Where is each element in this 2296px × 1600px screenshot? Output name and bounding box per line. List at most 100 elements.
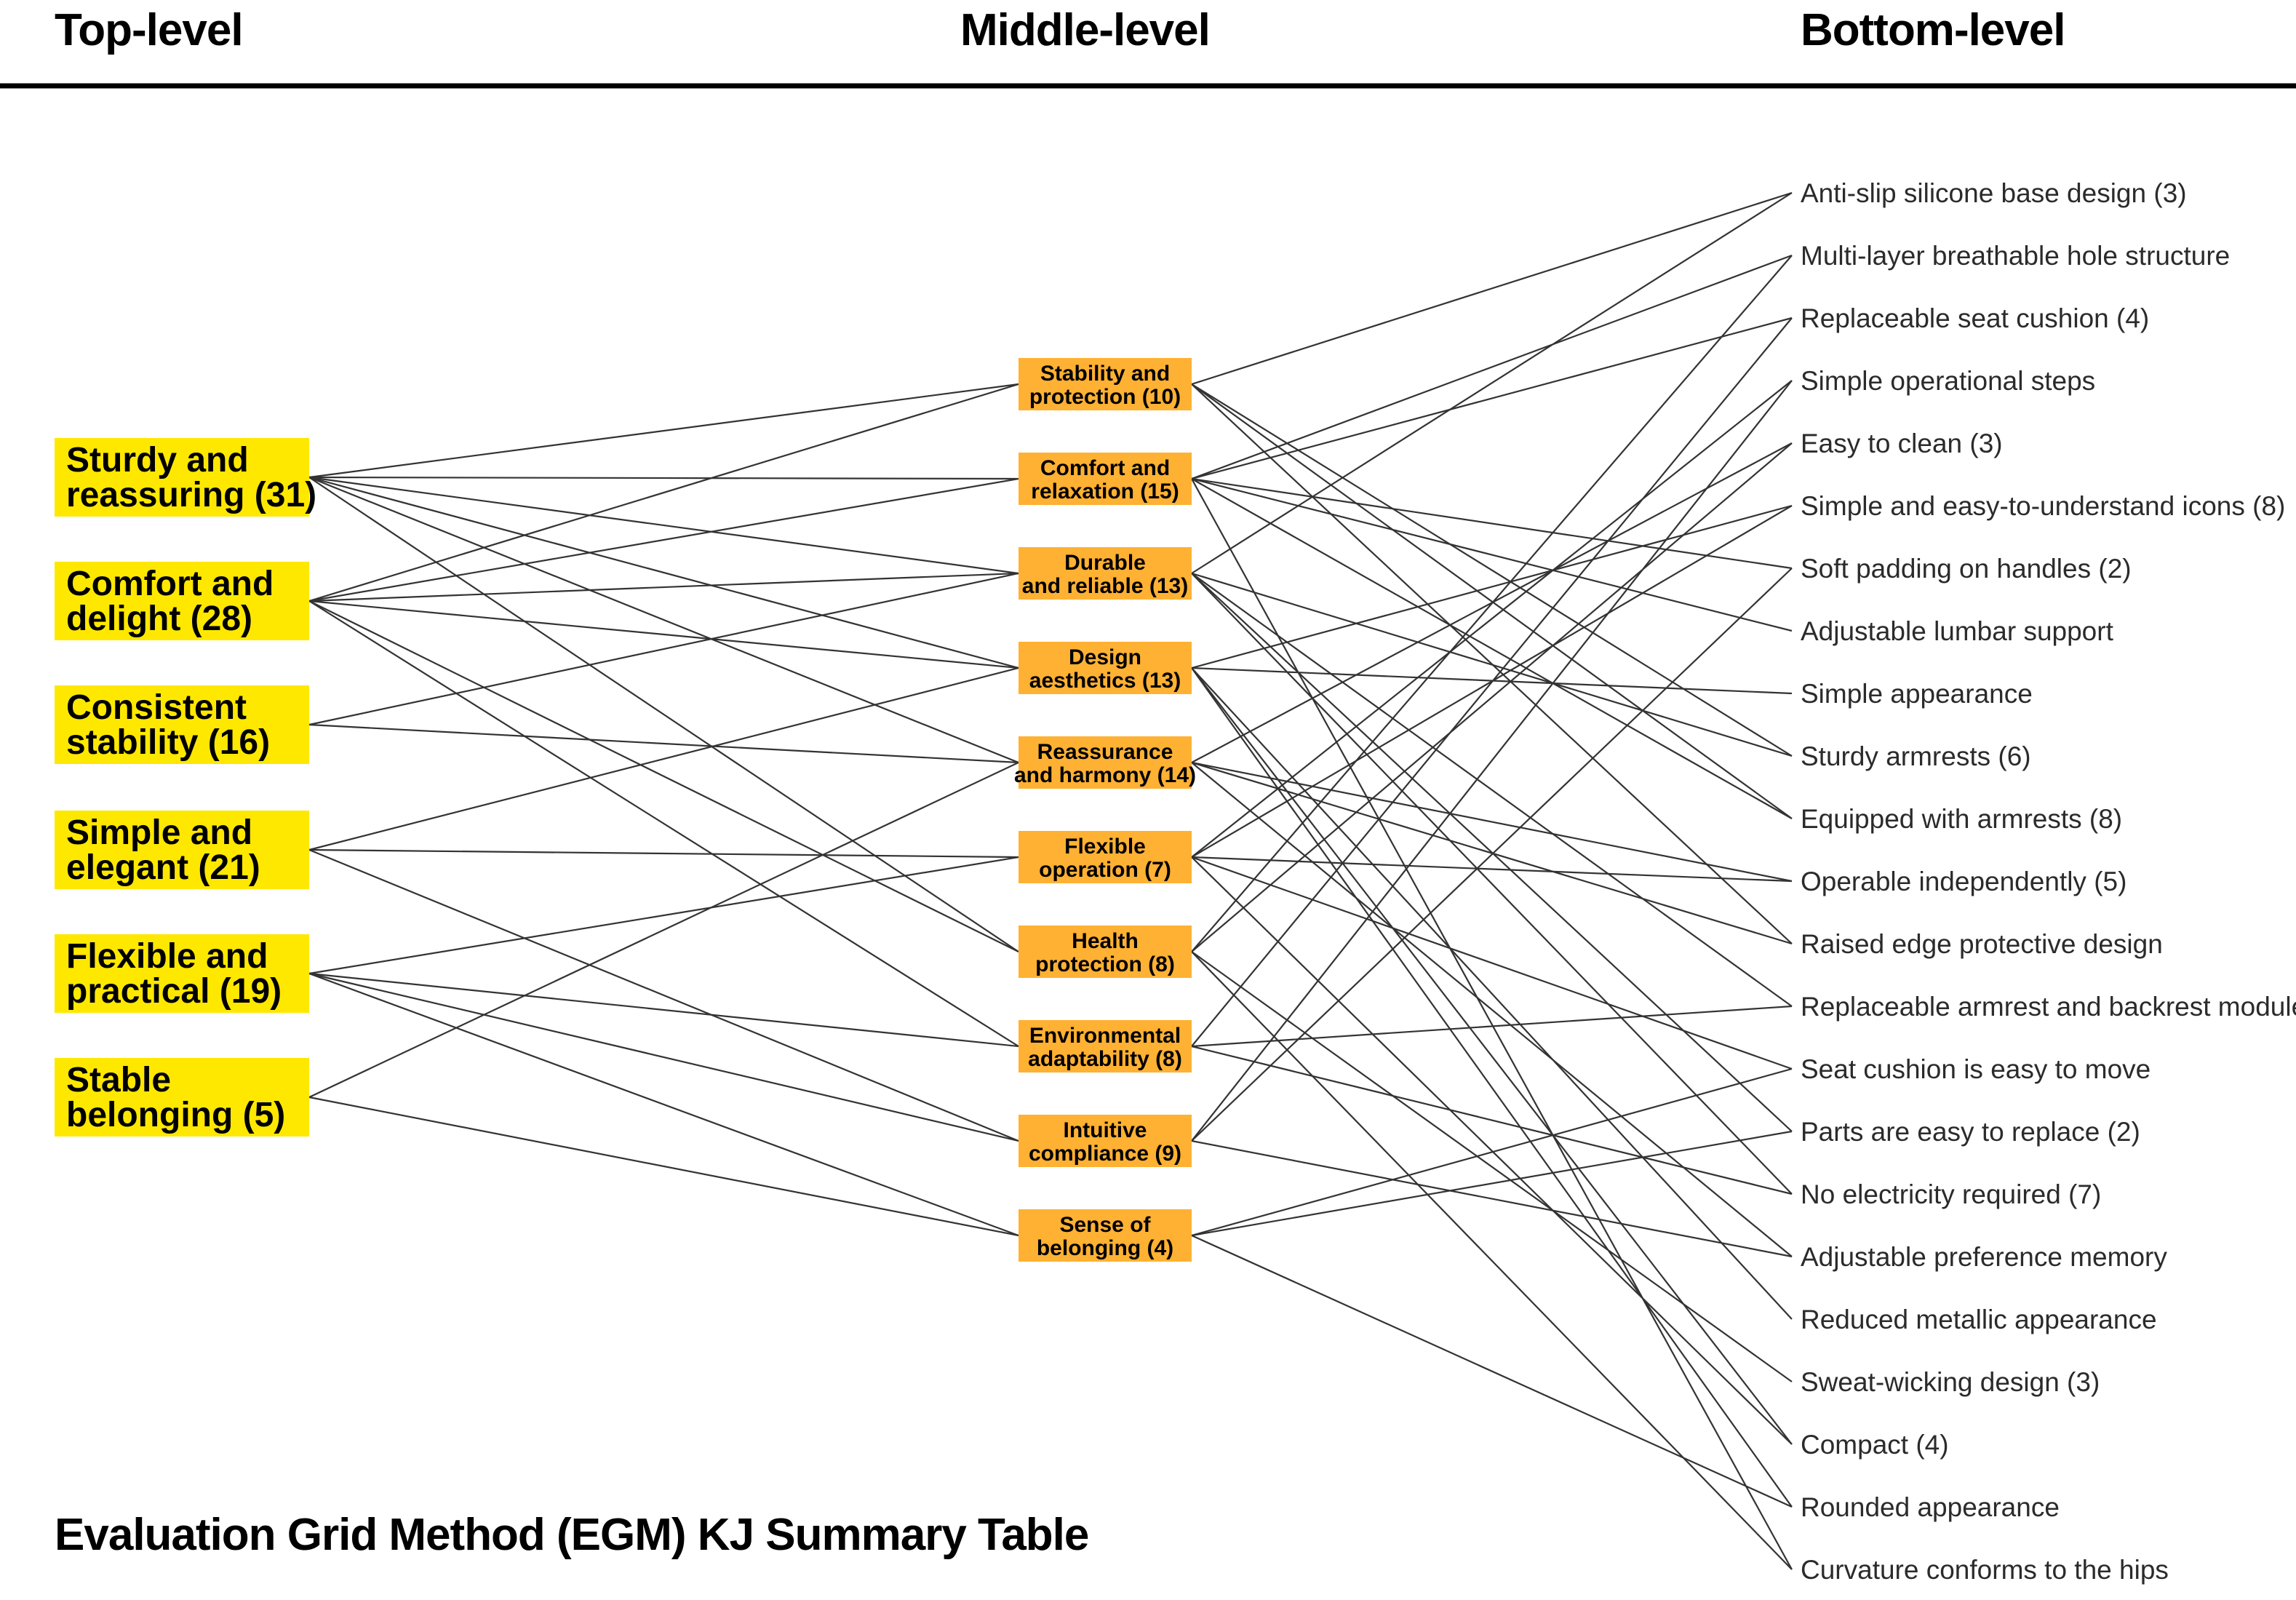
bottom-level-item[interactable]: Anti-slip silicone base design (3) xyxy=(1801,178,2187,208)
top-level-box[interactable] xyxy=(55,934,309,1013)
middle-level-label-line: Comfort and xyxy=(1040,456,1170,480)
middle-level-box[interactable] xyxy=(1019,358,1192,410)
link-middle-to-bottom xyxy=(1191,856,1793,1445)
link-top-to-middle xyxy=(308,600,1019,1047)
link-top-to-middle xyxy=(308,972,1019,1237)
middle-level-box[interactable] xyxy=(1019,831,1192,883)
link-top-to-middle xyxy=(308,972,1019,1142)
bottom-level-item[interactable]: Adjustable lumbar support xyxy=(1801,616,2114,646)
top-level-label-line: Consistent xyxy=(66,688,247,727)
middle-level-box[interactable] xyxy=(1019,547,1192,600)
bottom-level-item[interactable]: Multi-layer breathable hole structure xyxy=(1801,241,2230,271)
link-middle-to-bottom xyxy=(1191,477,1793,570)
footer-title: Evaluation Grid Method (EGM) KJ Summary … xyxy=(55,1510,1088,1560)
link-middle-to-bottom xyxy=(1191,568,1793,1142)
link-top-to-middle xyxy=(308,476,1019,764)
link-middle-to-bottom xyxy=(1191,383,1793,819)
top-level-box[interactable] xyxy=(55,562,309,640)
bottom-level-item[interactable]: Compact (4) xyxy=(1801,1430,1949,1460)
link-middle-to-bottom xyxy=(1191,1067,1793,1237)
middle-level-box[interactable] xyxy=(1019,1209,1192,1262)
middle-level-box[interactable] xyxy=(1019,1115,1192,1167)
link-middle-to-bottom xyxy=(1191,191,1793,386)
top-level-label-line: practical (19) xyxy=(66,972,282,1011)
link-middle-to-bottom xyxy=(1191,667,1793,1320)
middle-level-label-line: Health xyxy=(1072,929,1139,953)
link-middle-to-bottom xyxy=(1191,572,1793,757)
bottom-level-item[interactable]: Rounded appearance xyxy=(1801,1492,2060,1522)
bottom-level-item[interactable]: Soft padding on handles (2) xyxy=(1801,554,2132,584)
bottom-level-item[interactable]: Parts are easy to replace (2) xyxy=(1801,1117,2140,1147)
bottom-level-item[interactable]: Replaceable seat cushion (4) xyxy=(1801,303,2149,333)
middle-level-box[interactable] xyxy=(1019,736,1192,789)
link-top-to-middle xyxy=(308,477,1019,952)
link-top-to-middle xyxy=(308,666,1019,851)
bottom-level-item[interactable]: Reduced metallic appearance xyxy=(1801,1305,2157,1334)
bottom-level-item[interactable]: Raised edge protective design xyxy=(1801,929,2163,959)
top-level-label-line: belonging (5) xyxy=(66,1096,285,1134)
middle-level-label-line: aesthetics (13) xyxy=(1029,669,1181,693)
bottom-level-item[interactable]: No electricity required (7) xyxy=(1801,1179,2101,1209)
middle-level-box[interactable] xyxy=(1019,453,1192,505)
link-middle-to-bottom xyxy=(1191,478,1793,819)
middle-level-label-line: protection (10) xyxy=(1029,385,1181,409)
middle-level-label-line: operation (7) xyxy=(1039,858,1171,882)
bottom-level-item[interactable]: Adjustable preference memory xyxy=(1801,1242,2167,1272)
column-header-0: Top-level xyxy=(55,5,243,55)
link-top-to-middle xyxy=(308,600,1019,669)
bottom-level-item[interactable]: Sweat-wicking design (3) xyxy=(1801,1367,2100,1397)
middle-level-box[interactable] xyxy=(1019,1020,1192,1072)
middle-level-label-line: Design xyxy=(1069,645,1141,669)
link-top-to-middle xyxy=(308,477,1019,602)
top-level-box[interactable] xyxy=(55,685,309,764)
bottom-level-item[interactable]: Seat cushion is easy to move xyxy=(1801,1054,2150,1084)
middle-level-label-line: Durable xyxy=(1064,551,1146,575)
link-top-to-middle xyxy=(308,762,1019,1098)
top-level-box[interactable] xyxy=(55,438,309,517)
link-middle-to-bottom xyxy=(1191,667,1793,1445)
bottom-level-item[interactable]: Simple and easy-to-understand icons (8) xyxy=(1801,491,2285,521)
bottom-level-item[interactable]: Simple appearance xyxy=(1801,679,2033,709)
bottom-level-item[interactable]: Replaceable armrest and backrest modules xyxy=(1801,992,2296,1022)
middle-level-label-line: compliance (9) xyxy=(1029,1142,1181,1166)
bottom-level-item[interactable]: Equipped with armrests (8) xyxy=(1801,804,2122,834)
link-middle-to-bottom xyxy=(1191,254,1793,480)
bottom-level-item[interactable]: Easy to clean (3) xyxy=(1801,429,2003,458)
bottom-level-item[interactable]: Sturdy armrests (6) xyxy=(1801,741,2031,771)
middle-level-label-line: and reliable (13) xyxy=(1022,574,1188,598)
top-level-label-line: elegant (21) xyxy=(66,848,260,887)
middle-level-box[interactable] xyxy=(1019,642,1192,694)
link-top-to-middle xyxy=(308,476,1019,575)
link-middle-to-bottom xyxy=(1191,762,1793,1257)
link-middle-to-bottom xyxy=(1191,478,1793,1570)
top-level-box[interactable] xyxy=(55,1058,309,1137)
top-level-box[interactable] xyxy=(55,811,309,889)
bottom-level-item[interactable]: Curvature conforms to the hips xyxy=(1801,1555,2169,1585)
middle-level-box[interactable] xyxy=(1019,926,1192,978)
bottom-level-item[interactable]: Simple operational steps xyxy=(1801,366,2095,396)
bottom-level-item[interactable]: Operable independently (5) xyxy=(1801,867,2126,896)
link-middle-to-bottom xyxy=(1191,951,1793,1570)
link-top-to-middle xyxy=(308,856,1019,975)
link-top-to-middle xyxy=(308,476,1019,669)
middle-level-label-line: relaxation (15) xyxy=(1031,479,1179,504)
link-top-to-middle xyxy=(308,723,1019,764)
